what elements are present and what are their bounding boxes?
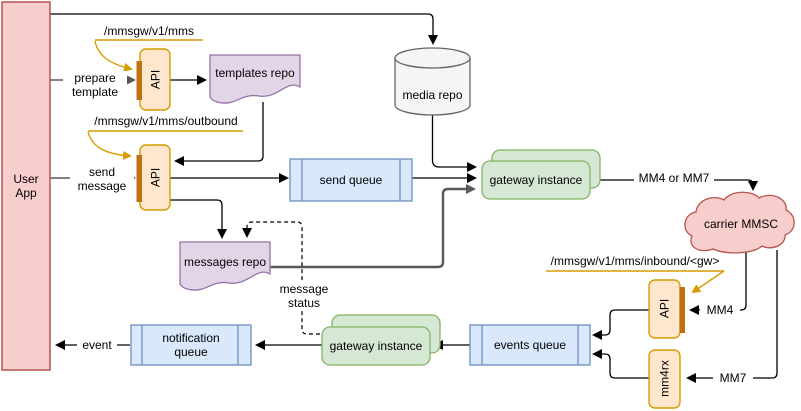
api-inbound-port-bar bbox=[679, 287, 685, 333]
edge-label-mm4: MM4 bbox=[700, 303, 740, 318]
events-queue-box bbox=[469, 324, 591, 366]
mm4rx-label: mm4rx bbox=[657, 360, 671, 397]
endpoint-outbound-label: /mmsgw/v1/mms/outbound bbox=[94, 114, 238, 128]
gateway-bottom-front-box bbox=[321, 326, 431, 366]
user-app-label: User App bbox=[13, 171, 39, 200]
carrier-mmsc-label: carrier MMSC bbox=[704, 217, 778, 231]
api-send-port-bar bbox=[136, 155, 142, 202]
edge-messagesrepo-to-gateway bbox=[270, 184, 476, 269]
carrier-mmsc-cloud bbox=[684, 191, 795, 254]
edge-mm4rx-to-eventsqueue bbox=[592, 349, 649, 379]
edge-label-message-status: message status bbox=[272, 282, 336, 311]
gateway-top-label: gateway instance bbox=[489, 173, 583, 187]
api-send-label: API bbox=[148, 167, 162, 188]
edge-mmsc-mm4-to-api bbox=[689, 252, 747, 315]
endpoint-mms-label: /mmsgw/v1/mms bbox=[104, 24, 194, 38]
endpoint-inbound-label: /mmsgw/v1/mms/inbound/<gw> bbox=[550, 254, 720, 268]
api-prepare-port-bar bbox=[136, 61, 142, 100]
edge-label-mm7: MM7 bbox=[713, 371, 753, 386]
api-prepare-label: API bbox=[148, 69, 162, 90]
edge-api-to-messagesrepo bbox=[170, 199, 227, 239]
events-queue-label: events queue bbox=[493, 338, 567, 352]
notification-queue-label: notification queue bbox=[162, 331, 220, 360]
api-inbound-label: API bbox=[657, 298, 671, 319]
user-app-box bbox=[1, 1, 51, 371]
messages-repo-shape bbox=[179, 241, 271, 291]
edge-templatesrepo-to-api bbox=[174, 102, 264, 166]
templates-repo-shape bbox=[209, 54, 301, 104]
edge-label-send-message: send message bbox=[70, 165, 134, 194]
media-repo-cylinder-rim bbox=[394, 57, 471, 69]
edge-label-event: event bbox=[77, 338, 117, 353]
messages-repo-label: messages repo bbox=[183, 255, 267, 269]
gateway-top-front-box bbox=[481, 160, 591, 200]
send-queue-box bbox=[289, 158, 413, 202]
edge-gateway-to-mmsc bbox=[590, 179, 758, 191]
mm4rx-box bbox=[648, 349, 681, 409]
notification-queue-box bbox=[130, 324, 252, 366]
edge-message-status-dashed bbox=[242, 221, 320, 335]
edge-mmsc-mm7-to-mm4rx bbox=[686, 250, 778, 383]
templates-repo-label: templates repo bbox=[215, 66, 295, 80]
callout-arrow-outbound bbox=[87, 131, 132, 160]
edge-api-to-eventsqueue bbox=[592, 309, 649, 340]
edge-userapp-to-mediarepo bbox=[50, 13, 438, 45]
edge-label-mm4-or-mm7: MM4 or MM7 bbox=[634, 171, 714, 186]
media-repo-cylinder bbox=[394, 47, 471, 116]
edge-label-prepare-template: prepare template bbox=[63, 71, 127, 100]
media-repo-label: media repo bbox=[402, 88, 463, 102]
gateway-bottom-label: gateway instance bbox=[329, 339, 423, 353]
edge-mediarepo-to-gateway bbox=[431, 115, 477, 172]
callout-arrow-inbound bbox=[691, 270, 725, 294]
callout-arrow-mms bbox=[94, 40, 133, 72]
send-queue-label: send queue bbox=[319, 173, 383, 187]
